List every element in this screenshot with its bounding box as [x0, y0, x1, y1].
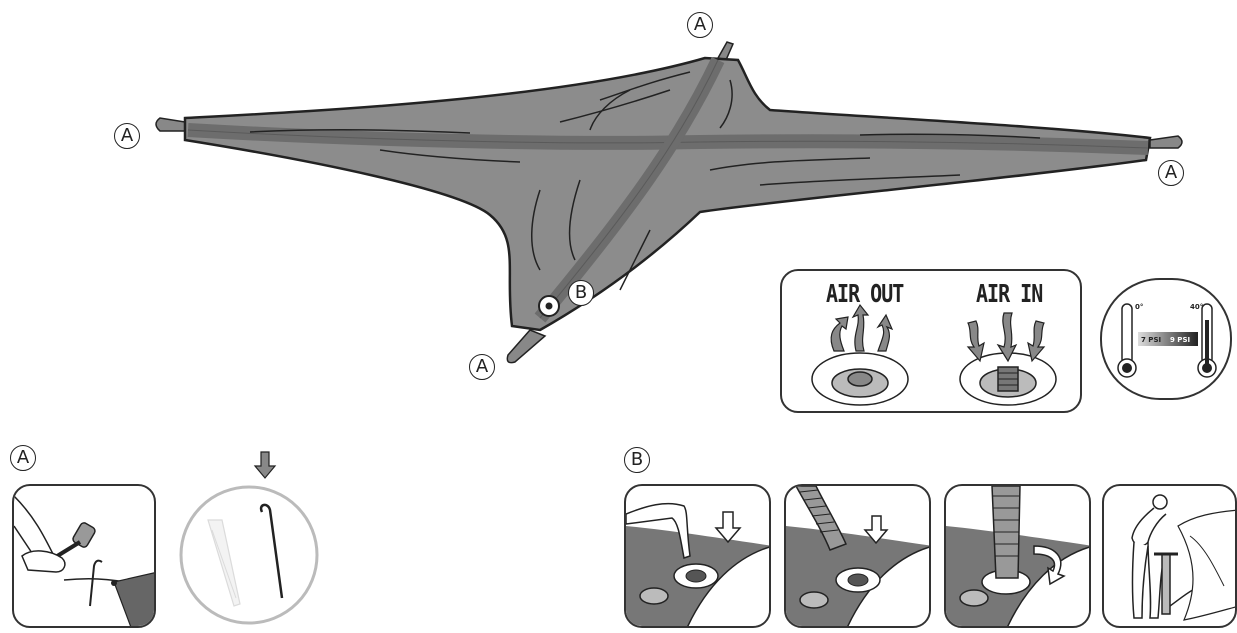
air-in-valve-icon: [960, 313, 1056, 405]
valve-step-4-pump: [1102, 484, 1237, 628]
anchor-staking-step: [12, 484, 156, 628]
hose-connect-illustration: [786, 486, 931, 628]
hammer-stake-illustration: [14, 486, 156, 628]
valve-step-3-lock-hose: [944, 484, 1091, 628]
valve-instructions-panel: AIR OUT AIR IN: [780, 269, 1082, 413]
thermometer-hot-icon: [1198, 304, 1216, 377]
callout-b-valve: B: [568, 280, 594, 306]
callout-a-left: A: [114, 123, 140, 149]
valve-step-2-connect-hose: [784, 484, 931, 628]
valve-diagrams: [782, 271, 1082, 413]
thermometer-cold-icon: [1118, 304, 1136, 377]
section-b-label: B: [624, 447, 650, 473]
callout-a-bottom: A: [469, 354, 495, 380]
callout-a-top: A: [687, 12, 713, 38]
high-temp-label: 40°: [1190, 303, 1203, 311]
temperature-pressure-panel: 0° 40° 7 PSI 9 PSI: [1100, 278, 1232, 400]
open-valve-illustration: [626, 486, 771, 628]
low-temp-label: 0°: [1135, 303, 1143, 311]
low-psi-label: 7 PSI: [1141, 336, 1161, 344]
section-a-label: A: [10, 445, 36, 471]
callout-a-right: A: [1158, 160, 1184, 186]
hammer-icon: [54, 521, 96, 558]
person-pumping-illustration: [1104, 486, 1237, 628]
hand-pump-icon: [1162, 554, 1170, 614]
high-psi-label: 9 PSI: [1170, 336, 1190, 344]
valve-step-1-open: [624, 484, 771, 628]
hose-lock-illustration: [946, 486, 1091, 628]
air-out-valve-icon: [812, 305, 908, 405]
